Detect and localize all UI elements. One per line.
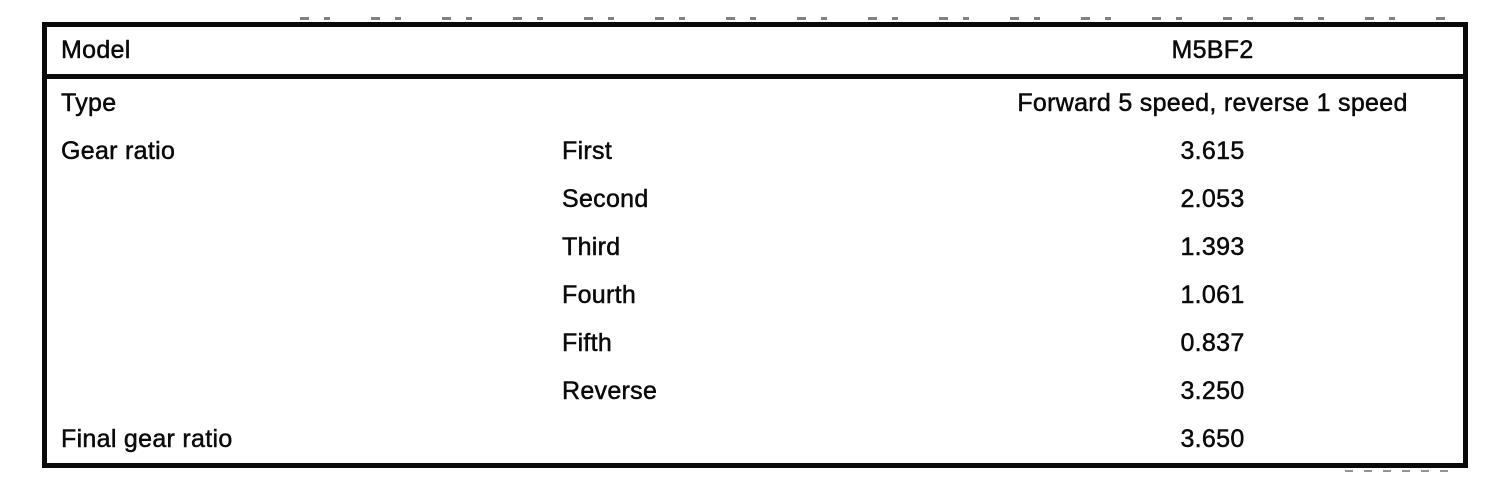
row-item: Third xyxy=(562,232,621,261)
gear-spec-table: Model M5BF2 Type Forward 5 speed, revers… xyxy=(42,22,1468,468)
table-header-row: Model M5BF2 xyxy=(47,27,1463,79)
row-value: 1.061 xyxy=(1180,280,1245,309)
header-model-value: M5BF2 xyxy=(1171,36,1254,64)
scan-artifact-top xyxy=(300,17,1450,20)
table-row-gear-fourth: Fourth 1.061 xyxy=(47,271,1463,319)
table-row-gear-reverse: Reverse 3.250 xyxy=(47,367,1463,415)
row-label: Gear ratio xyxy=(61,136,176,165)
row-label: Final gear ratio xyxy=(61,424,233,453)
row-value: 3.250 xyxy=(1180,376,1245,405)
row-item: Reverse xyxy=(562,376,658,405)
table-row-gear-first: Gear ratio First 3.615 xyxy=(47,127,1463,175)
row-value: 3.650 xyxy=(1180,424,1245,453)
row-value: Forward 5 speed, reverse 1 speed xyxy=(1017,88,1408,117)
row-item: First xyxy=(562,136,613,165)
table-row-gear-fifth: Fifth 0.837 xyxy=(47,319,1463,367)
row-item: Fifth xyxy=(562,328,613,357)
row-value: 2.053 xyxy=(1180,184,1245,213)
table-row-type: Type Forward 5 speed, reverse 1 speed xyxy=(47,79,1463,127)
table-row-gear-second: Second 2.053 xyxy=(47,175,1463,223)
row-item: Second xyxy=(562,184,649,213)
row-label: Type xyxy=(61,88,117,117)
table-body: Type Forward 5 speed, reverse 1 speed Ge… xyxy=(47,79,1463,463)
row-item: Fourth xyxy=(562,280,637,309)
scan-artifact-bottom xyxy=(1345,470,1455,472)
row-value: 0.837 xyxy=(1180,328,1245,357)
row-value: 1.393 xyxy=(1180,232,1245,261)
row-value: 3.615 xyxy=(1180,136,1245,165)
table-row-gear-third: Third 1.393 xyxy=(47,223,1463,271)
table-row-final-gear-ratio: Final gear ratio 3.650 xyxy=(47,415,1463,463)
header-model-label: Model xyxy=(61,36,131,64)
